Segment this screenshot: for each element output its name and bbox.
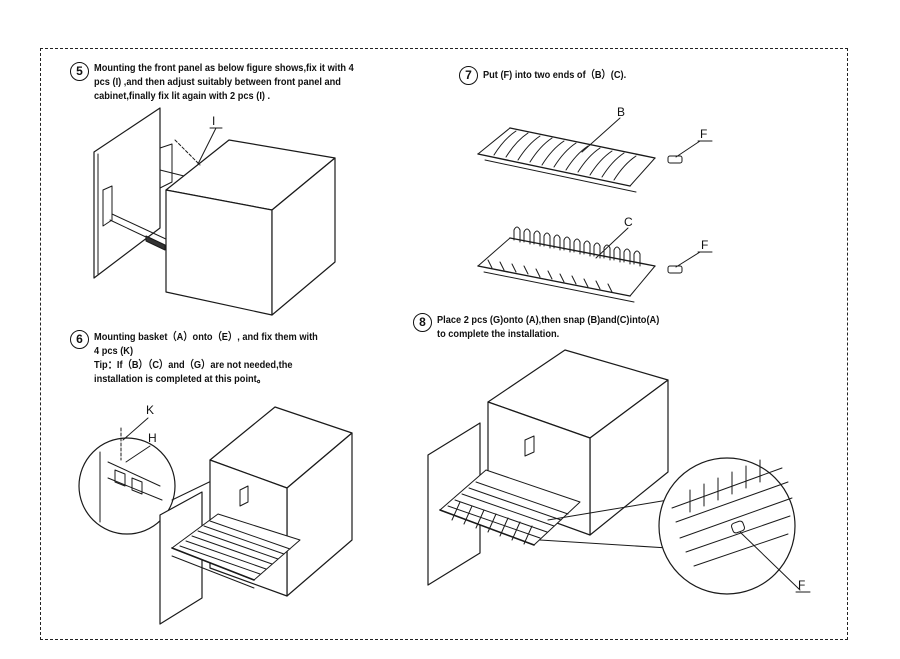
label-f-bottom: F [798, 578, 805, 592]
fig5-front-panel [93, 107, 161, 279]
rack-c-end-right [629, 265, 656, 297]
fig5-cabinet-side [271, 157, 336, 316]
step-8-number: 8 [413, 313, 432, 332]
rack-c-front-wires [487, 259, 613, 293]
step-5-line-1: Mounting the front panel as below figure… [94, 62, 354, 74]
fig8-detail-rails [671, 467, 793, 567]
leader-k [122, 417, 149, 441]
rack-b-rail-front [477, 153, 631, 187]
step-7-number: 7 [459, 66, 478, 85]
step-8-line-2: to complete the installation. [437, 328, 560, 340]
fig6-basket-front [171, 547, 255, 581]
step-8-line-1: Place 2 pcs (G)onto (A),then snap (B)and… [437, 314, 660, 326]
fig6-detail-basket [114, 469, 143, 495]
step-5-line-3: cabinet,finally fix lit again with 2 pcs… [94, 90, 271, 102]
fig5-assembly: I [93, 107, 336, 316]
rack-c-rail-front [477, 265, 631, 297]
leader-f-top [675, 140, 701, 158]
leader-h [125, 445, 151, 463]
label-b: B [617, 105, 625, 119]
fig6-basket-wires [179, 520, 291, 575]
fig8-basket-front [439, 509, 535, 546]
fig8-detail-circle [658, 457, 796, 595]
fig5-rail-upper [111, 213, 169, 241]
fig6-front-panel [159, 491, 203, 625]
leader-c [595, 227, 629, 259]
label-c: C [624, 215, 633, 229]
fig8-rack-wires [451, 501, 533, 545]
fig5-panel-bracket [102, 185, 113, 227]
label-i: I [212, 114, 215, 128]
end-cap-f-mid [667, 265, 683, 274]
end-cap-f-top [667, 155, 683, 164]
label-f-mid: F [701, 238, 708, 252]
fig8-callout-line-2 [547, 499, 669, 521]
rack-b-rail-back [509, 127, 656, 159]
rack-c-wires [513, 226, 641, 267]
label-f-top: F [700, 127, 707, 141]
fig6-assembly: K H [78, 403, 353, 625]
step-5-number: 5 [70, 62, 89, 81]
fig8-bracket [524, 435, 535, 457]
instruction-frame [40, 48, 848, 640]
fig5-screw-path [174, 139, 201, 166]
step-7-line-1: Put (F) into two ends of（B）(C). [483, 69, 627, 81]
rack-c-end-left [477, 237, 511, 267]
fig6-bracket [239, 485, 249, 507]
step-6-line-1: Mounting basket（A）onto（E）, and fix them … [94, 331, 318, 343]
rack-b-end-right [629, 157, 656, 187]
leader-f-bottom [739, 531, 801, 591]
fig5-leader-i [197, 127, 217, 165]
leader-f-mid [675, 251, 701, 268]
fig6-detail-rail [107, 461, 161, 487]
fig6-detail-rail-2 [107, 477, 163, 501]
leader-b [581, 117, 621, 153]
rack-b-end-left [477, 127, 511, 155]
rack-b-rail-front-2 [484, 159, 637, 193]
fig8-assembly: F [427, 349, 811, 595]
step-6-number: 6 [70, 330, 89, 349]
fig8-detail-wires [689, 459, 761, 513]
fig5-cabinet-front [165, 189, 273, 316]
fig6-basket-rail [171, 555, 255, 589]
rack-b-wires [493, 130, 637, 181]
label-k: K [146, 403, 154, 417]
step-5-line-2: pcs (I) ,and then adjust suitably betwee… [94, 76, 341, 88]
fig7-rack-c: C F [477, 215, 713, 303]
fig8-callout-line-1 [539, 539, 669, 549]
step-6-line-3: Tip：If（B）（C）and（G）are not needed,the [94, 359, 293, 371]
rack-c-rail-back [509, 237, 656, 267]
fig8-basket-wires [447, 481, 569, 539]
step-6-line-4: installation is completed at this point。 [94, 373, 266, 385]
rack-c-rail-front-2 [483, 271, 635, 303]
label-h: H [148, 431, 157, 445]
fig5-cabinet-bracket [159, 143, 173, 189]
fig5-rail-end [145, 235, 166, 251]
fig7-rack-b: B F [477, 105, 713, 193]
step-6-line-2: 4 pcs (K) [94, 345, 134, 357]
